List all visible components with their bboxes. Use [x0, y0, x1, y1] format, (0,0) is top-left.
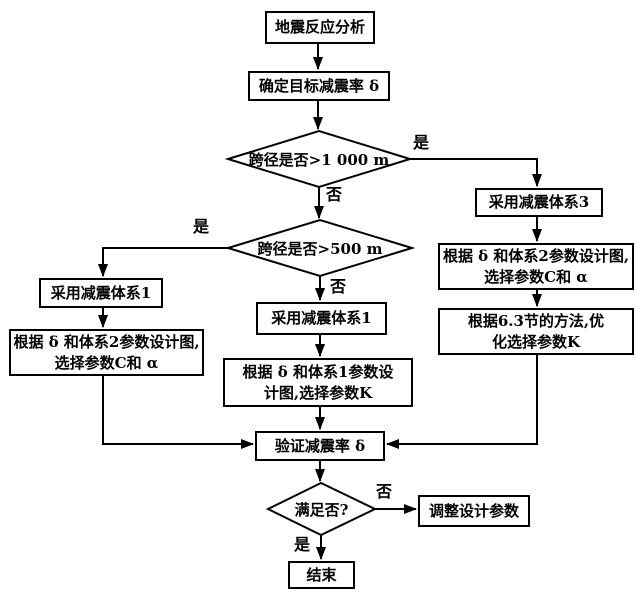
node-use-damping-system1-mid: 采用减震体系1 [256, 302, 387, 335]
edge-label-span500-no: 否 [330, 277, 347, 296]
node-select-param-k-mid: 根据 δ 和体系1参数设 计图,选择参数K [223, 358, 413, 407]
edge-label-span1000-no: 否 [326, 185, 343, 204]
node-adjust-design-params: 调整设计参数 [418, 495, 530, 527]
node-use-damping-system1-left: 采用减震体系1 [39, 278, 163, 308]
edge-label-satisfied-no: 否 [376, 482, 393, 501]
node-select-params-c-alpha-right: 根据 δ 和体系2参数设计图, 选择参数C和 α [438, 243, 634, 290]
node-use-damping-system3: 采用减震体系3 [475, 188, 603, 217]
node-verify-damping-rate: 验证减震率 δ [255, 431, 385, 461]
edge-label-span1000-yes: 是 [413, 133, 430, 152]
node-seismic-response-analysis: 地震反应分析 [265, 11, 375, 44]
node-select-params-c-alpha-left: 根据 δ 和体系2参数设计图, 选择参数C和 α [9, 329, 204, 376]
edge-span500-yes-to-sys1-left [98, 247, 228, 277]
node-end: 结束 [288, 561, 355, 589]
node-optimize-param-k: 根据6.3节的方法,优 化选择参数K [438, 308, 634, 355]
edge-paramsleft-to-verify [102, 376, 254, 449]
decision-span-1000-diamond [224, 129, 414, 189]
edge-span1000-yes-to-sys3 [410, 158, 542, 187]
edge-optimize-to-verify [386, 355, 538, 449]
edge-label-satisfied-yes: 是 [294, 535, 311, 554]
edge-label-span500-yes: 是 [193, 217, 210, 236]
decision-satisfied-diamond [265, 481, 378, 537]
node-determine-target-damping-rate: 确定目标减震率 δ [248, 71, 390, 101]
decision-span-500-diamond [224, 218, 416, 278]
